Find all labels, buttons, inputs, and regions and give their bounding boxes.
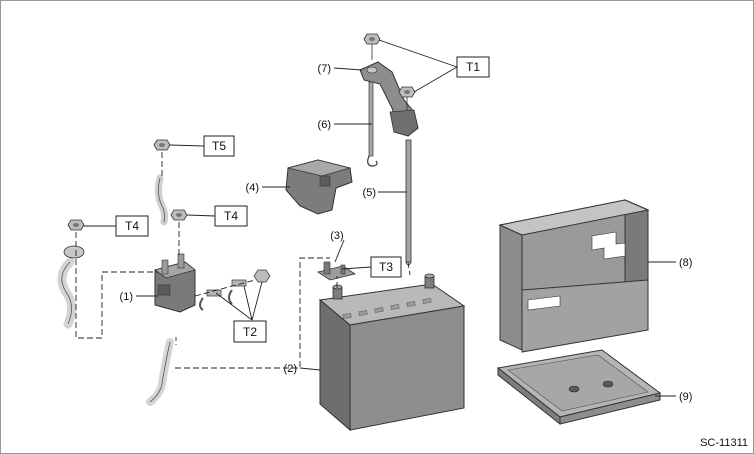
bolt-t2-b	[228, 279, 247, 305]
callout-6: (6)	[318, 119, 331, 131]
callout-1: (1)	[120, 291, 133, 303]
battery-tray	[496, 349, 662, 426]
torque-box-t4-right: T4	[214, 205, 248, 227]
callout-8: (8)	[679, 257, 692, 269]
nut-t4-left	[67, 219, 85, 231]
torque-box-t1: T1	[456, 56, 490, 78]
nut-t4-right	[170, 209, 188, 221]
nut-t5	[153, 139, 171, 151]
bolt-t2-a	[199, 289, 222, 311]
torque-box-t2: T2	[233, 320, 267, 343]
clamp-plate	[317, 261, 356, 281]
torque-box-t5: T5	[203, 135, 235, 157]
cable-bottom	[146, 338, 174, 406]
battery	[318, 273, 466, 432]
torque-label-t4-left: T4	[125, 219, 139, 233]
nut-t1-lower	[398, 86, 416, 110]
callout-4: (4)	[246, 182, 259, 194]
torque-box-t4-left: T4	[115, 215, 149, 237]
leader-lines	[75, 39, 676, 397]
hold-down-rod	[405, 139, 412, 266]
terminal-block	[154, 253, 196, 313]
j-bolt	[367, 81, 378, 167]
hold-down-bar	[359, 61, 419, 137]
torque-label-t1: T1	[466, 60, 480, 74]
torque-box-t3: T3	[370, 256, 402, 278]
battery-holder-box	[498, 199, 650, 353]
torque-label-t4-right: T4	[224, 209, 238, 223]
torque-label-t2: T2	[243, 325, 257, 339]
nut-t1-upper	[363, 33, 381, 60]
cable-left	[57, 245, 85, 329]
terminal-cover	[285, 159, 353, 215]
callout-7: (7)	[318, 63, 331, 75]
callout-3: (3)	[330, 230, 343, 242]
cable-lug-t5	[154, 174, 169, 226]
callout-2: (2)	[284, 363, 297, 375]
callout-5: (5)	[363, 187, 376, 199]
torque-label-t5: T5	[212, 139, 226, 153]
callout-9: (9)	[679, 391, 692, 403]
reference-code: SC-11311	[700, 437, 748, 449]
bolt-t2-c	[253, 269, 271, 283]
torque-label-t3: T3	[379, 260, 393, 274]
